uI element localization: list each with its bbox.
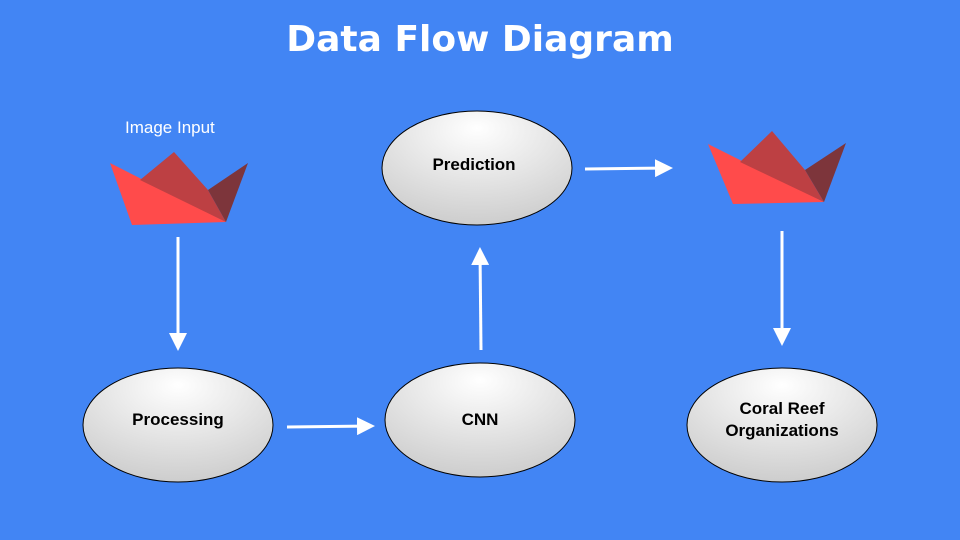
processing-node bbox=[82, 367, 274, 483]
cnn-node bbox=[384, 362, 576, 478]
paper-boat-logo-icon bbox=[110, 152, 248, 225]
cnn-label: CNN bbox=[461, 410, 499, 429]
image-input-label: Image Input bbox=[125, 118, 215, 137]
arrow-cnn-to-prediction bbox=[471, 247, 490, 351]
processing-label: Processing bbox=[132, 410, 224, 429]
arrow-prediction-to-output bbox=[584, 159, 673, 178]
prediction-node bbox=[381, 110, 573, 226]
coral-reef-label: Coral Reef Organizations bbox=[725, 399, 839, 440]
arrow-processing-to-cnn bbox=[286, 417, 375, 436]
coral-reef-node bbox=[686, 367, 878, 483]
prediction-label: Prediction bbox=[432, 155, 516, 174]
paper-boat-logo-icon bbox=[708, 131, 846, 204]
diagram-title: Data Flow Diagram bbox=[286, 19, 674, 60]
